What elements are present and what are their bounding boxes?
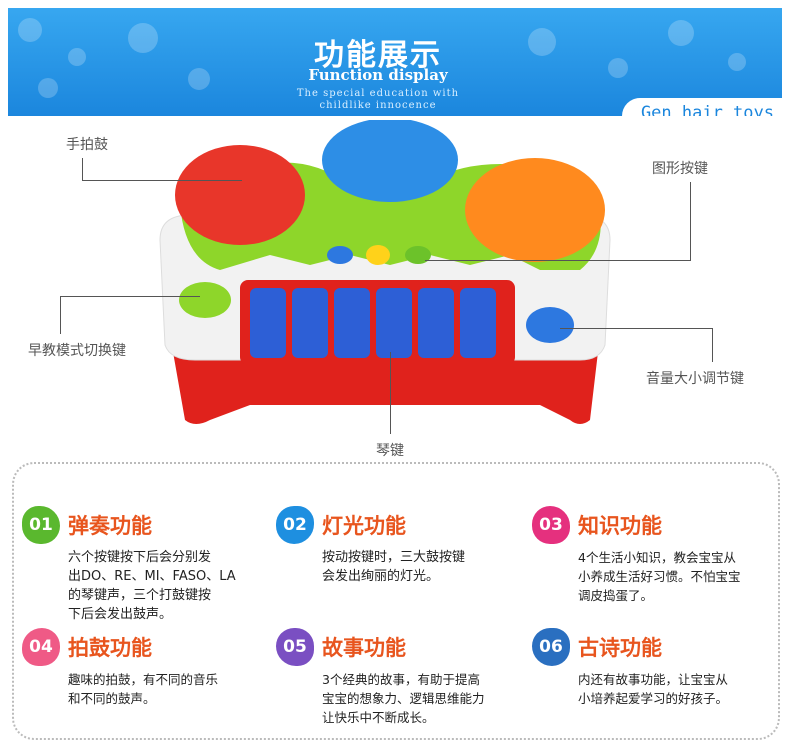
feature-number: 03	[539, 515, 563, 535]
desc-line: 的琴键声，三个打鼓键按	[68, 588, 212, 603]
feature-number: 05	[283, 637, 307, 657]
callout-mode-switch: 早教模式切换键	[28, 343, 126, 359]
feature-knowledge: 03 知识功能 4个生活小知识，教会宝宝从 小养成生活好习惯。不怕宝宝 调皮捣蛋…	[532, 506, 772, 636]
desc-line: 下后会发出鼓声。	[68, 607, 173, 622]
badge-flower-icon	[22, 628, 60, 666]
desc-line: 和不同的鼓声。	[68, 691, 156, 706]
feature-title: 灯光功能	[322, 514, 406, 538]
red-drum	[175, 145, 305, 245]
banner-tagline: The special education with childlike inn…	[8, 88, 748, 112]
feature-number: 04	[29, 637, 53, 657]
decor-bubble	[38, 78, 58, 98]
desc-line: 出DO、RE、MI、FASO、LA	[68, 569, 236, 584]
callout-keys: 琴键	[376, 443, 404, 459]
piano-key	[418, 288, 454, 358]
desc-line: 3个经典的故事，有助于提高	[322, 672, 480, 687]
desc-line: 六个按键按下后会分别发	[68, 550, 212, 565]
feature-description: 3个经典的故事，有助于提高 宝宝的想象力、逻辑思维能力 让快乐中不断成长。	[322, 670, 522, 727]
decor-bubble	[608, 58, 628, 78]
piano-key	[250, 288, 286, 358]
shape-button-green	[405, 246, 431, 264]
desc-line: 4个生活小知识，教会宝宝从	[578, 550, 736, 565]
piano-key	[460, 288, 496, 358]
leader-line	[425, 260, 691, 261]
badge-flower-icon	[276, 628, 314, 666]
shape-button-blue	[327, 246, 353, 264]
desc-line: 按动按键时，三大鼓按键	[322, 550, 466, 565]
piano-key	[292, 288, 328, 358]
feature-description: 内还有故事功能，让宝宝从 小培养起爱学习的好孩子。	[578, 670, 778, 708]
decor-bubble	[728, 53, 746, 71]
leader-line	[690, 182, 691, 260]
feature-light: 02 灯光功能 按动按键时，三大鼓按键 会发出绚丽的灯光。	[276, 506, 516, 636]
tagline-line: The special education with	[296, 88, 460, 99]
decor-bubble	[68, 48, 86, 66]
shape-button-yellow	[366, 245, 390, 265]
banner-subtitle: Function display	[308, 66, 448, 84]
badge-flower-icon	[532, 506, 570, 544]
piano-key	[334, 288, 370, 358]
mode-switch-button	[179, 282, 231, 318]
callout-volume: 音量大小调节键	[646, 371, 744, 387]
callout-shape-buttons: 图形按键	[652, 161, 708, 177]
blue-drum	[322, 120, 458, 202]
desc-line: 会发出绚丽的灯光。	[322, 569, 440, 584]
decor-bubble	[18, 18, 42, 42]
feature-description: 六个按键按下后会分别发 出DO、RE、MI、FASO、LA 的琴键声，三个打鼓键…	[68, 548, 258, 624]
leader-line	[390, 352, 391, 434]
feature-description: 按动按键时，三大鼓按键 会发出绚丽的灯光。	[322, 548, 512, 586]
badge-flower-icon	[276, 506, 314, 544]
desc-line: 调皮捣蛋了。	[578, 588, 654, 603]
feature-poetry: 06 古诗功能 内还有故事功能，让宝宝从 小培养起爱学习的好孩子。	[532, 628, 772, 738]
desc-line: 内还有故事功能，让宝宝从	[578, 672, 729, 687]
tagline-line: childlike innocence	[319, 100, 437, 111]
desc-line: 宝宝的想象力、逻辑思维能力	[322, 691, 485, 706]
badge-flower-icon	[22, 506, 60, 544]
feature-number: 06	[539, 637, 563, 657]
desc-line: 趣味的拍鼓，有不同的音乐	[68, 672, 219, 687]
feature-story: 05 故事功能 3个经典的故事，有助于提高 宝宝的想象力、逻辑思维能力 让快乐中…	[276, 628, 516, 738]
features-panel	[12, 462, 780, 740]
decor-bubble	[128, 23, 158, 53]
feature-description: 趣味的拍鼓，有不同的音乐 和不同的鼓声。	[68, 670, 268, 708]
toy-drum-piano-illustration	[159, 120, 611, 424]
volume-button	[526, 307, 574, 343]
badge-flower-icon	[532, 628, 570, 666]
leader-line	[60, 296, 61, 334]
callout-hand-drum: 手拍鼓	[66, 137, 108, 153]
leader-line	[60, 296, 200, 297]
decor-bubble	[188, 68, 210, 90]
decor-bubble	[668, 20, 694, 46]
leader-line	[82, 158, 83, 180]
feature-number: 01	[29, 515, 53, 535]
feature-title: 知识功能	[578, 514, 662, 538]
brand-label: Gen hair toys	[622, 98, 782, 116]
banner-title: 功能展示	[314, 38, 442, 73]
feature-title: 拍鼓功能	[68, 636, 152, 660]
desc-line: 小培养起爱学习的好孩子。	[578, 691, 729, 706]
decor-bubble	[528, 28, 556, 56]
leader-line	[560, 328, 713, 329]
desc-line: 小养成生活好习惯。不怕宝宝	[578, 569, 741, 584]
desc-line: 让快乐中不断成长。	[322, 710, 435, 725]
leader-line	[712, 328, 713, 362]
feature-drum: 04 拍鼓功能 趣味的拍鼓，有不同的音乐 和不同的鼓声。	[22, 628, 262, 738]
header-banner: 功能展示 Function display The special educat…	[8, 8, 782, 116]
feature-play: 01 弹奏功能 六个按键按下后会分别发 出DO、RE、MI、FASO、LA 的琴…	[22, 506, 262, 636]
orange-drum	[465, 158, 605, 262]
feature-title: 弹奏功能	[68, 514, 152, 538]
feature-number: 02	[283, 515, 307, 535]
feature-description: 4个生活小知识，教会宝宝从 小养成生活好习惯。不怕宝宝 调皮捣蛋了。	[578, 548, 778, 605]
leader-line	[82, 180, 242, 181]
feature-title: 古诗功能	[578, 636, 662, 660]
piano-key	[376, 288, 412, 358]
feature-title: 故事功能	[322, 636, 406, 660]
